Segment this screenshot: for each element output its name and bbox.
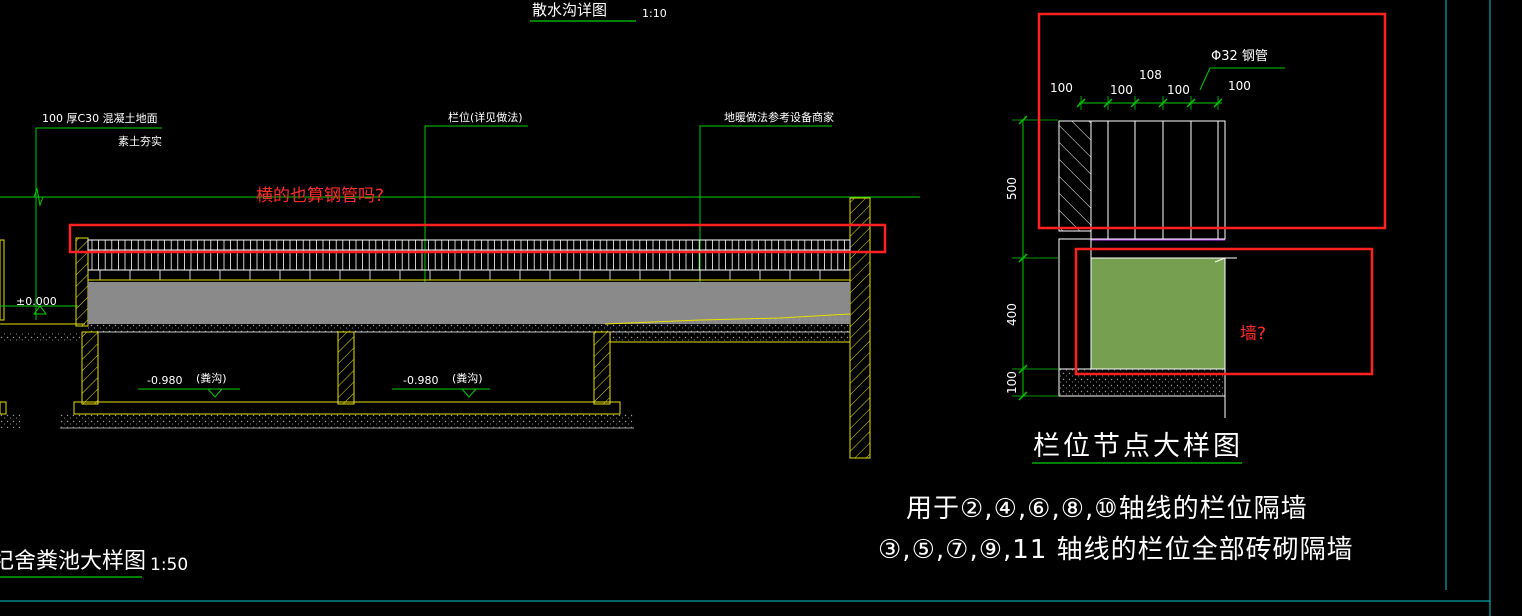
note-line-2: ③,⑤,⑦,⑨,11 轴线的栏位全部砖砌隔墙 — [878, 535, 1354, 565]
annotation-question-wall: 墙? — [1240, 324, 1266, 344]
note-line-1: 用于②,④,⑥,⑧,⑩轴线的栏位隔墙 — [906, 494, 1308, 524]
pit-left-elevation: -0.980 — [147, 374, 182, 387]
manure-pits — [0, 331, 634, 429]
dim-top-1: 100 — [1050, 81, 1073, 95]
heating-label: 地暖做法参考设备商家 — [724, 110, 834, 124]
svg-text:1:10: 1:10 — [642, 7, 667, 20]
annotation-box-wall — [1074, 247, 1374, 376]
annotation-box-pipe-detail — [1037, 12, 1387, 230]
dim-left-2: 400 — [1005, 303, 1019, 326]
node-detail-title: 栏位节点大样图 — [1033, 431, 1243, 462]
dim-tick — [1076, 98, 1086, 108]
pit-right-name: (粪沟) — [452, 371, 483, 385]
dim-tick — [1158, 98, 1168, 108]
main-section-title: 圮舍粪池大样图 — [0, 549, 146, 574]
dim-tick — [1213, 98, 1223, 108]
stall-label: 栏位(详见做法) — [448, 110, 523, 124]
pit-right-elevation: -0.980 — [403, 374, 438, 387]
dim-top-3: 108 — [1139, 68, 1162, 82]
main-section-scale: 1:50 — [150, 555, 188, 575]
dim-top-5: 100 — [1228, 79, 1251, 93]
railing-pipes — [91, 240, 845, 280]
dim-tick — [1130, 98, 1140, 108]
main-section: 100 厚C30 混凝土地面 素土夯实 栏位(详见做法) 地暖做法参考设备商家 … — [0, 110, 920, 578]
elevation-zero-label: ±0.000 — [16, 295, 57, 308]
annotation-box-pipe — [68, 223, 887, 254]
leader-lines — [35, 125, 832, 322]
pit-left-name: (粪沟) — [196, 371, 227, 385]
dim-left-1: 500 — [1005, 177, 1019, 200]
top-detail-title: 散水沟详图 1:10 — [530, 1, 667, 22]
dim-left-3: 100 — [1005, 371, 1019, 394]
dim-top-2: 100 — [1110, 83, 1133, 97]
stall-node-detail: Φ32 钢管 100 100 108 100 100 500 400 100 墙… — [1005, 12, 1387, 464]
dim-tick — [1103, 98, 1113, 108]
annotation-question-pipe: 横的也算钢管吗? — [256, 186, 384, 206]
dim-tick — [1186, 98, 1196, 108]
svg-text:散水沟详图: 散水沟详图 — [532, 1, 607, 19]
floor-spec-label: 100 厚C30 混凝土地面 — [42, 111, 158, 125]
drawing-frame — [0, 0, 1491, 616]
dim-top-4: 100 — [1167, 83, 1190, 97]
pipe-spec-label: Φ32 钢管 — [1211, 49, 1268, 64]
soil-spec-label: 素土夯实 — [118, 134, 162, 148]
